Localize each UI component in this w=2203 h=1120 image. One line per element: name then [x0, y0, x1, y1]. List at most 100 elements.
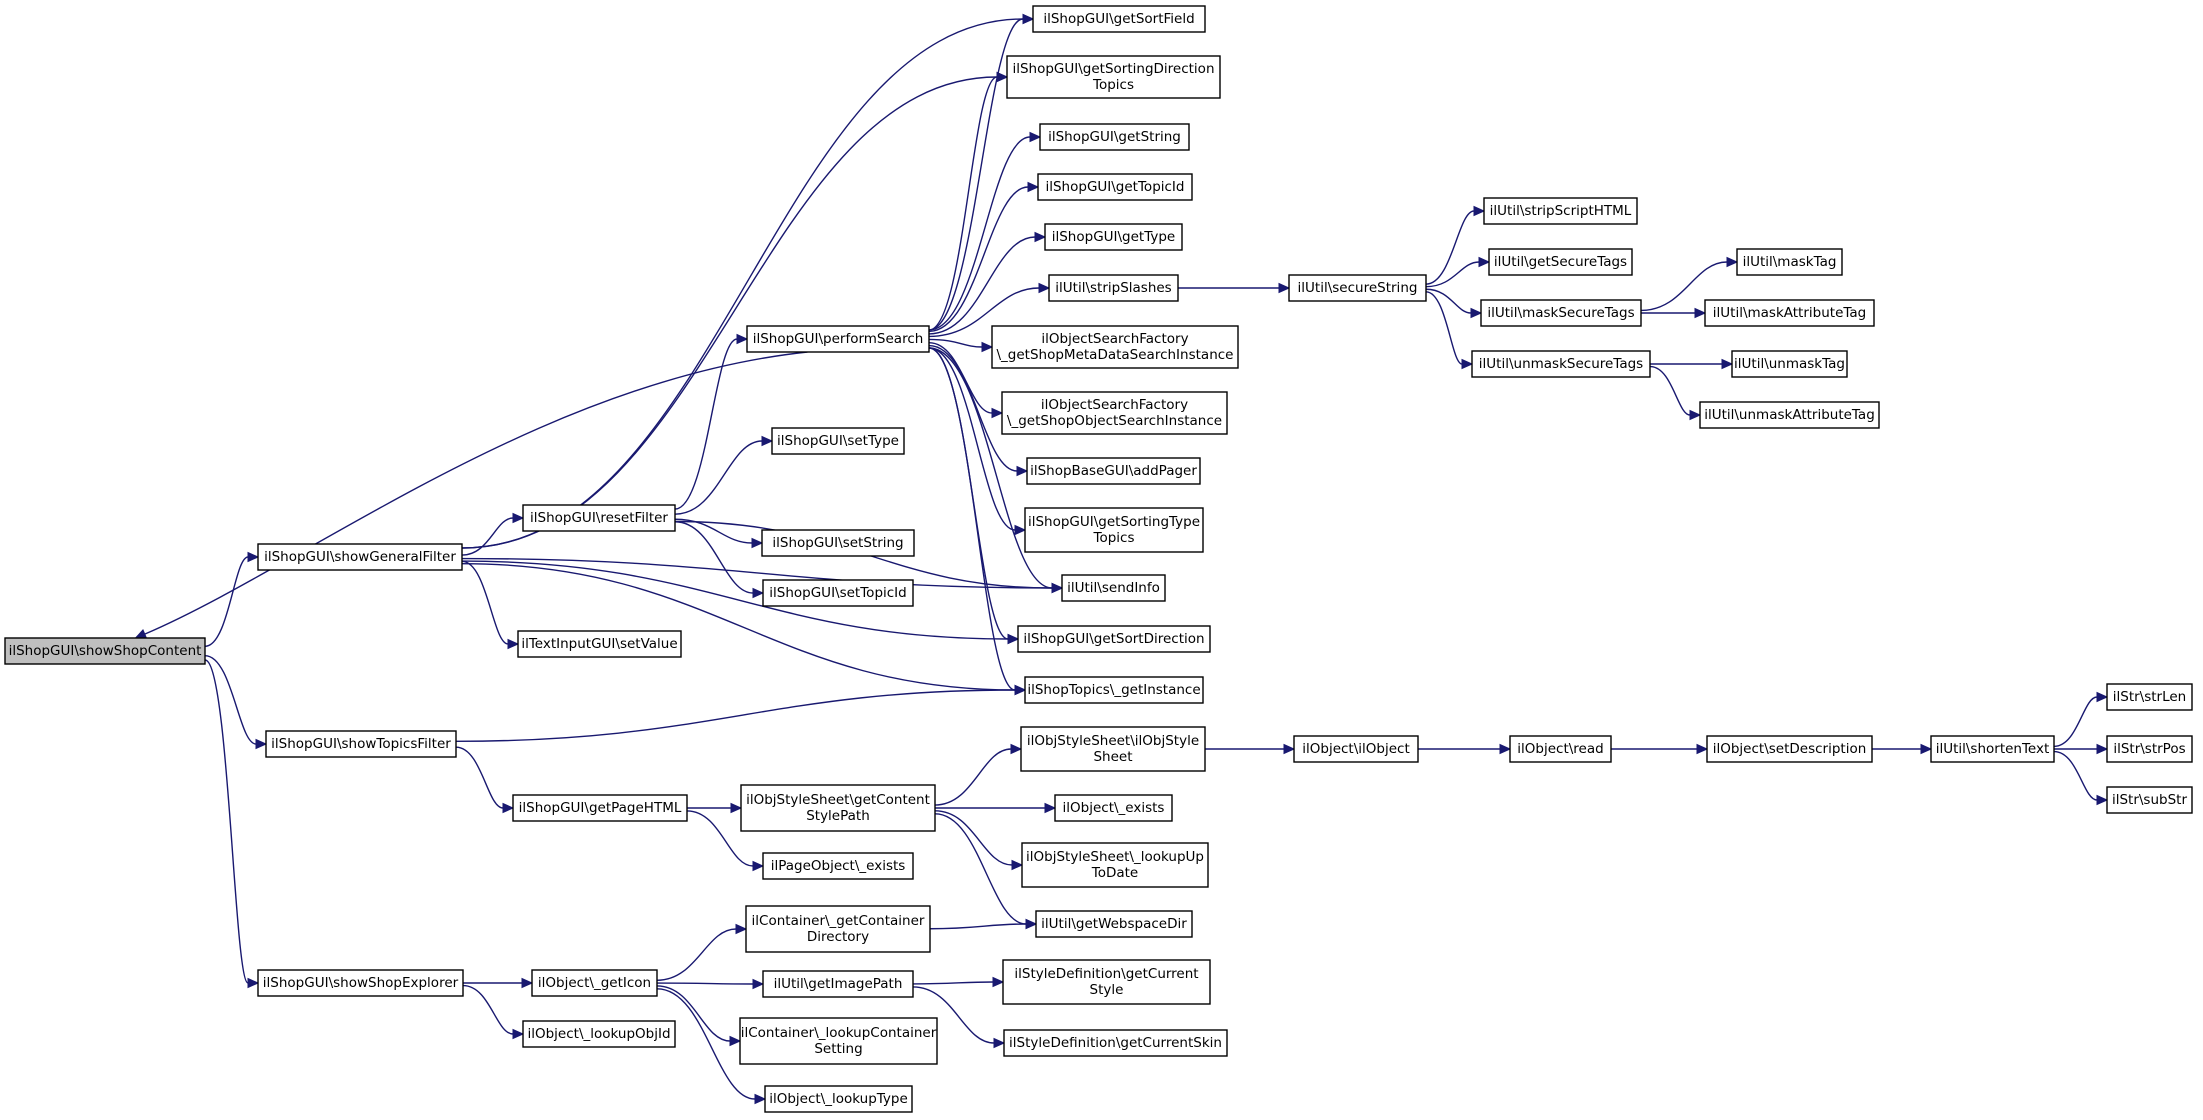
arrowhead-icon	[1014, 524, 1027, 536]
edge-line	[2053, 696, 2098, 748]
node-lookup-obj-id[interactable]: ilObject\_lookupObjId	[522, 1020, 676, 1048]
node-il-object-ctor[interactable]: ilObject\ilObject	[1293, 735, 1419, 763]
node-get-icon[interactable]: ilObject\_getIcon	[531, 969, 658, 997]
node-get-page-html[interactable]: ilShopGUI\getPageHTML	[512, 794, 688, 822]
node-object-exists[interactable]: ilObject\_exists	[1054, 794, 1173, 822]
node-get-shop-meta-data-search-instance[interactable]: ilObjectSearchFactory\_getShopMetaDataSe…	[991, 325, 1239, 369]
node-get-image-path[interactable]: ilUtil\getImagePath	[762, 970, 914, 998]
node-show-general-filter[interactable]: ilShopGUI\showGeneralFilter	[257, 543, 463, 571]
node-send-info[interactable]: ilUtil\sendInfo	[1061, 574, 1166, 602]
node-lookup-type[interactable]: ilObject\_lookupType	[764, 1085, 913, 1113]
edge-show-general-filter-to-get-sort-field	[461, 13, 1035, 549]
node-set-string[interactable]: ilShopGUI\setString	[761, 529, 915, 557]
node-secure-string[interactable]: ilUtil\secureString	[1288, 274, 1427, 302]
node-strip-script-html[interactable]: ilUtil\stripScriptHTML	[1483, 197, 1638, 225]
node-get-current-skin[interactable]: ilStyleDefinition\getCurrentSkin	[1003, 1029, 1228, 1057]
node-show-shop-explorer[interactable]: ilShopGUI\showShopExplorer	[257, 969, 464, 997]
arrowhead-icon	[1920, 743, 1933, 755]
node-page-object-exists[interactable]: ilPageObject\_exists	[762, 852, 914, 880]
edge-line	[934, 748, 1012, 806]
edge-line	[461, 557, 1053, 589]
arrowhead-icon	[1283, 743, 1296, 755]
node-strip-slashes[interactable]: ilUtil\stripSlashes	[1048, 274, 1179, 302]
node-set-description[interactable]: ilObject\setDescription	[1706, 735, 1873, 763]
arrowhead-icon	[1051, 582, 1064, 594]
edge-show-topics-filter-to-get-page-html	[455, 746, 515, 814]
arrowhead-icon	[1721, 358, 1734, 370]
node-get-shop-object-search-instance[interactable]: ilObjectSearchFactory\_getShopObjectSear…	[1001, 391, 1228, 435]
node-label: ToDate	[1091, 865, 1138, 881]
edge-perform-search-to-get-sorting-direction-topics	[928, 71, 1009, 331]
edge-line	[912, 986, 995, 1044]
node-perform-search[interactable]: ilShopGUI\performSearch	[746, 325, 930, 353]
node-box	[1699, 401, 1880, 429]
edge-secure-string-to-get-secure-tags	[1425, 256, 1491, 288]
node-box	[1483, 197, 1638, 225]
node-unmask-tag[interactable]: ilUtil\unmaskTag	[1731, 350, 1848, 378]
node-set-topic-id[interactable]: ilShopGUI\setTopicId	[762, 579, 914, 607]
node-get-string[interactable]: ilShopGUI\getString	[1039, 123, 1190, 151]
node-str-len[interactable]: ilStr\strLen	[2106, 683, 2193, 711]
node-set-value[interactable]: ilTextInputGUI\setValue	[517, 630, 682, 658]
node-unmask-secure-tags[interactable]: ilUtil\unmaskSecureTags	[1471, 350, 1651, 378]
arrowhead-icon	[992, 976, 1005, 988]
edge-show-general-filter-to-send-info	[461, 557, 1064, 594]
edge-line	[686, 810, 754, 867]
edge-line	[1640, 261, 1728, 312]
node-box	[4, 637, 206, 665]
node-mask-attribute-tag[interactable]: ilUtil\maskAttributeTag	[1704, 299, 1875, 327]
edge-line	[928, 347, 1016, 531]
node-show-topics-filter[interactable]: ilShopGUI\showTopicsFilter	[265, 730, 457, 758]
node-object-read[interactable]: ilObject\read	[1509, 735, 1612, 763]
node-show-shop-content[interactable]: ilShopGUI\showShopContent	[4, 637, 206, 665]
node-shorten-text[interactable]: ilUtil\shortenText	[1930, 735, 2055, 763]
node-box	[1480, 299, 1642, 327]
edge-get-content-style-path-to-get-webspace-dir	[934, 813, 1038, 930]
node-label: ilShopGUI\getPageHTML	[519, 800, 682, 816]
node-str-pos[interactable]: ilStr\strPos	[2106, 735, 2193, 763]
node-reset-filter[interactable]: ilShopGUI\resetFilter	[522, 504, 676, 532]
node-get-topic-id[interactable]: ilShopGUI\getTopicId	[1037, 173, 1193, 201]
node-get-sort-field[interactable]: ilShopGUI\getSortField	[1032, 5, 1206, 33]
node-shop-topics-get-instance[interactable]: ilShopTopics\_getInstance	[1024, 676, 1204, 704]
edge-mask-secure-tags-to-mask-tag	[1640, 256, 1739, 312]
node-label: ilObject\ilObject	[1302, 741, 1410, 757]
node-box	[1026, 457, 1201, 485]
node-get-webspace-dir[interactable]: ilUtil\getWebspaceDir	[1035, 910, 1193, 938]
node-label: Sheet	[1093, 749, 1132, 765]
node-unmask-attribute-tag[interactable]: ilUtil\unmaskAttributeTag	[1699, 401, 1880, 429]
edge-show-general-filter-to-get-sorting-direction-topics	[461, 71, 1009, 549]
edge-perform-search-to-get-type	[928, 231, 1047, 335]
node-il-obj-style-sheet-ctor[interactable]: ilObjStyleSheet\ilObjStyleSheet	[1020, 726, 1206, 772]
node-box	[1024, 507, 1204, 553]
node-mask-tag[interactable]: ilUtil\maskTag	[1736, 248, 1843, 276]
node-add-pager[interactable]: ilShopBaseGUI\addPager	[1026, 457, 1201, 485]
arrowhead-icon	[1022, 13, 1035, 25]
arrowhead-icon	[1011, 859, 1024, 871]
node-box	[522, 504, 676, 532]
node-box	[1731, 350, 1848, 378]
node-set-type[interactable]: ilShopGUI\setType	[771, 427, 905, 455]
arrowhead-icon	[1010, 743, 1023, 755]
edge-line	[928, 338, 983, 348]
node-box	[1488, 248, 1633, 276]
edge-line	[455, 689, 1016, 742]
edge-line	[674, 521, 754, 594]
node-get-sort-direction[interactable]: ilShopGUI\getSortDirection	[1017, 625, 1211, 653]
arrowhead-icon	[512, 512, 525, 524]
call-graph-edges	[134, 13, 2109, 1105]
edge-reset-filter-to-set-type	[674, 435, 774, 515]
node-get-type[interactable]: ilShopGUI\getType	[1044, 223, 1183, 251]
node-mask-secure-tags[interactable]: ilUtil\maskSecureTags	[1480, 299, 1642, 327]
node-sub-str[interactable]: ilStr\subStr	[2106, 786, 2193, 814]
node-get-secure-tags[interactable]: ilUtil\getSecureTags	[1488, 248, 1633, 276]
node-box	[2106, 735, 2193, 763]
